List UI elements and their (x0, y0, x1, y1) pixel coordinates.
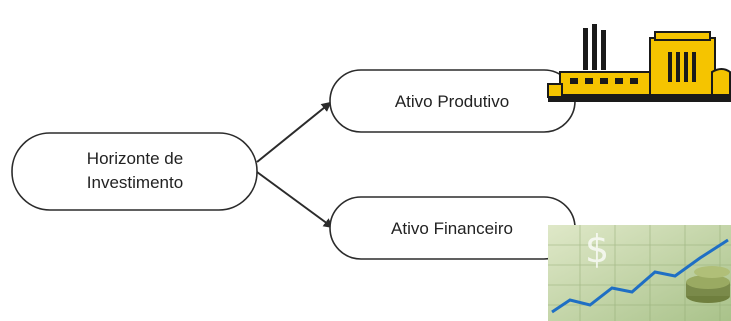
arrow-to-ativo-financeiro (256, 171, 334, 229)
branch-node-ativo-produtivo: Ativo Produtivo (329, 69, 576, 133)
root-label-line-1: Horizonte de (87, 149, 183, 168)
branch-node-ativo-financeiro: Ativo Financeiro (329, 196, 576, 260)
dollar-sign-icon: $ (585, 227, 609, 271)
root-node: Horizonte de Investimento (11, 132, 258, 211)
branch-label-ativo-financeiro: Ativo Financeiro (391, 219, 513, 238)
branch-label-ativo-produtivo: Ativo Produtivo (395, 92, 509, 111)
arrow-to-ativo-produtivo (256, 101, 332, 163)
factory-icon (547, 24, 731, 102)
root-label-line-2: Investimento (87, 173, 183, 192)
financial-chart-coins-image: $ (548, 225, 731, 321)
